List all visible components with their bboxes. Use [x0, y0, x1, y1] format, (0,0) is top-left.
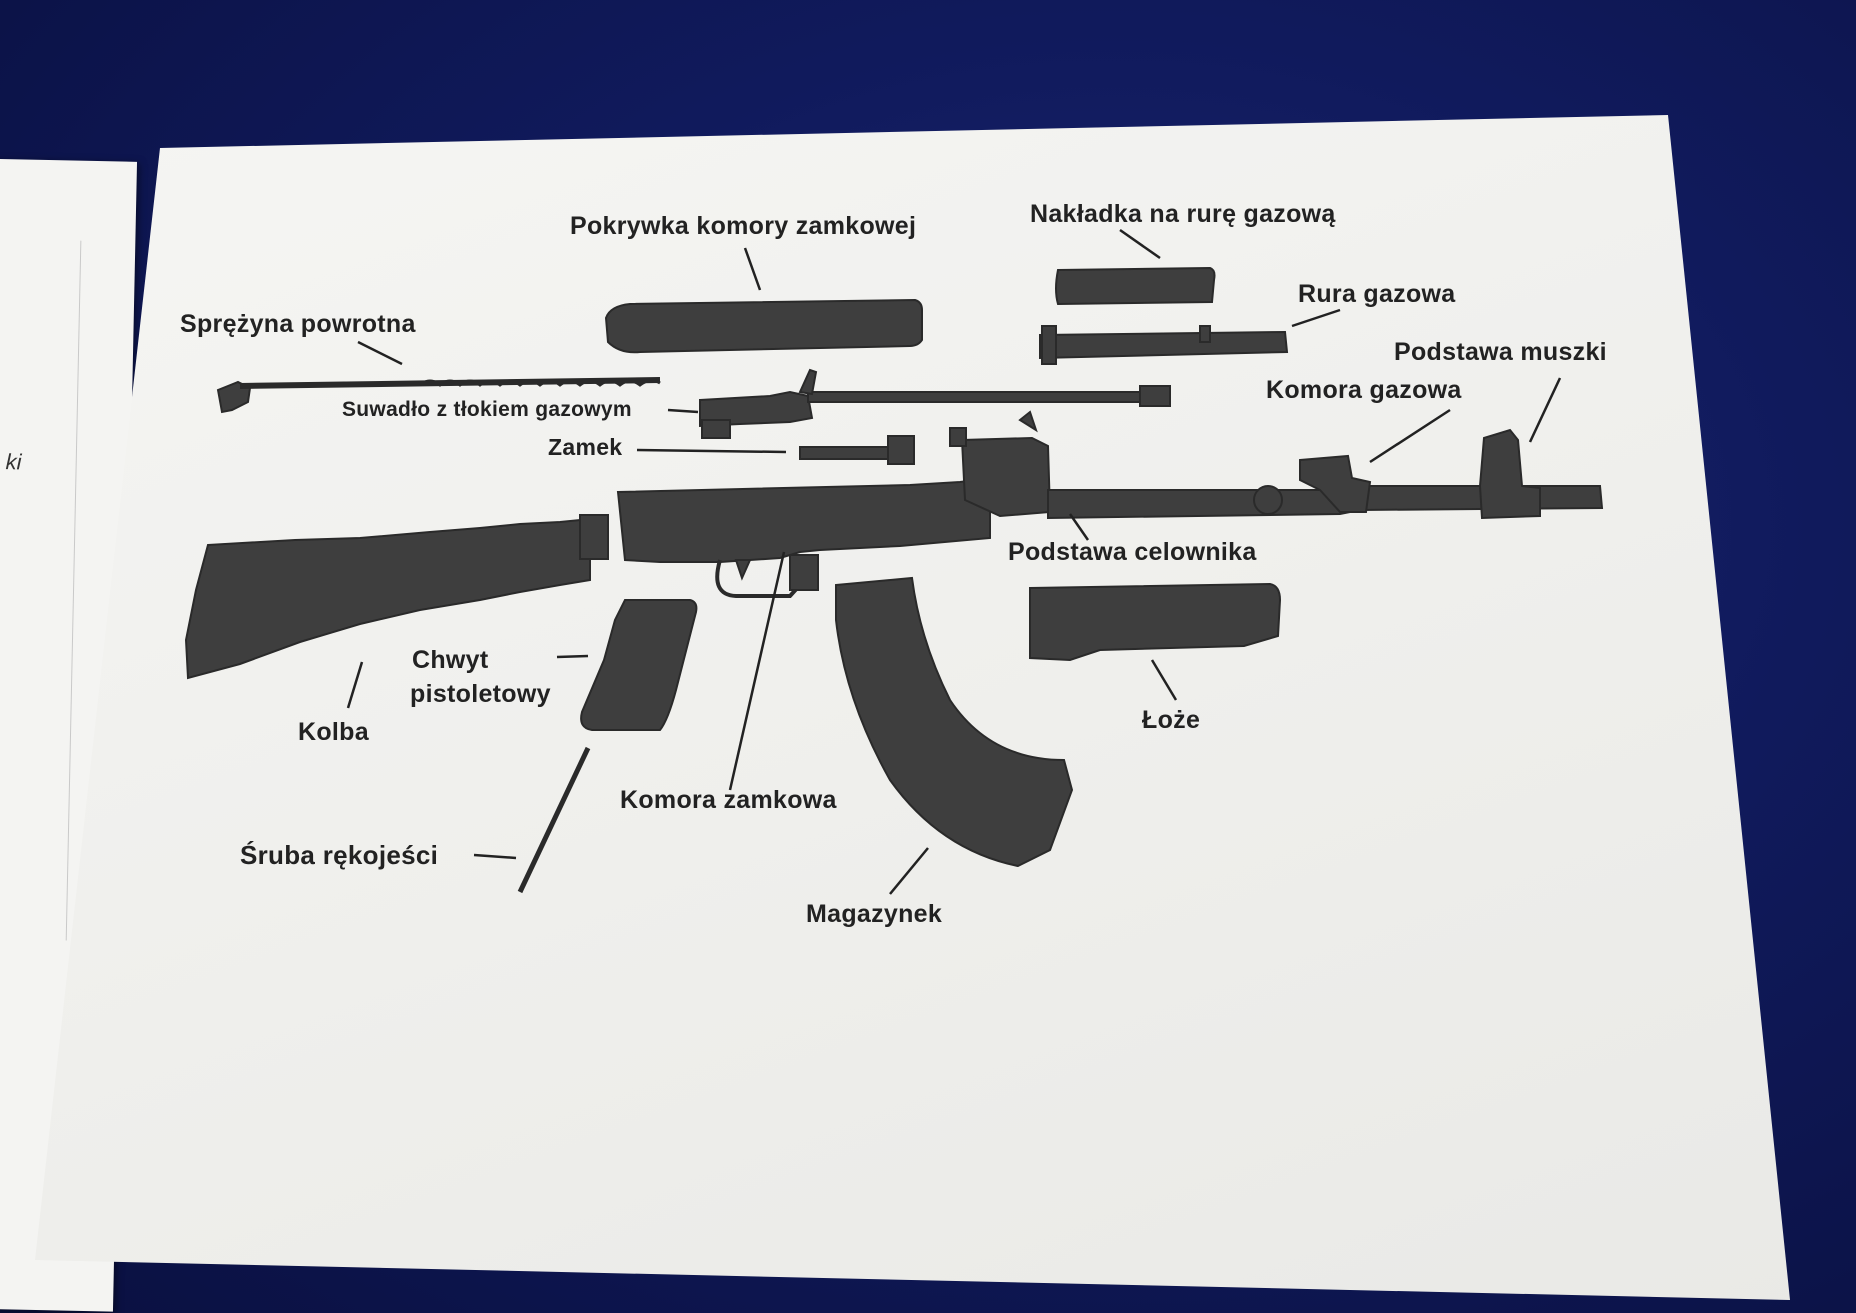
recoil-spring-part: [216, 377, 661, 414]
trigger-guard-part: [715, 559, 803, 598]
label-gas-tube: Rura gazowa: [1298, 280, 1456, 308]
bolt-part: [799, 435, 915, 465]
label-magazine: Magazynek: [806, 900, 943, 928]
front-sight-base-part: [1478, 428, 1541, 520]
text-fragment: ki: [5, 449, 22, 475]
label-pistol-grip-line2: pistoletowy: [410, 680, 551, 708]
label-gas-tube-cover: Nakładka na rurę gazową: [1030, 200, 1336, 228]
gas-tube-cover-part: [1055, 266, 1216, 306]
leader-lines: [346, 228, 1562, 895]
label-bolt: Zamek: [548, 434, 623, 460]
label-stock: Kolba: [298, 718, 369, 746]
dust-cover-part: [604, 298, 923, 354]
rear-sight-block-part: [960, 436, 1052, 518]
label-bolt-carrier: Suwadło z tłokiem gazowym: [342, 398, 632, 421]
grip-screw-part: [517, 746, 591, 894]
label-recoil-spring: Sprężyna powrotna: [180, 310, 416, 338]
margin-line: [65, 240, 82, 941]
magazine-part: [835, 576, 1074, 868]
label-grip-screw: Śruba rękojeści: [240, 840, 439, 870]
label-handguard: Łoże: [1142, 706, 1201, 734]
gas-block-part: [1299, 454, 1372, 513]
label-rear-sight-base: Podstawa celownika: [1008, 538, 1257, 566]
stock-tang-part: [579, 514, 609, 560]
label-pistol-grip-line1: Chwyt: [412, 646, 489, 674]
stock-part: [184, 518, 591, 680]
label-receiver: Komora zamkowa: [620, 786, 837, 814]
label-gas-block: Komora gazowa: [1266, 376, 1462, 404]
label-dust-cover: Pokrywka komory zamkowej: [570, 212, 917, 240]
bolt-carrier-part: [699, 368, 1171, 439]
receiver-part: [616, 476, 991, 563]
gas-tube-part: [1039, 325, 1289, 365]
label-front-sight-base: Podstawa muszki: [1394, 338, 1607, 366]
lower-handguard-part: [1029, 582, 1282, 662]
pistol-grip-part: [580, 599, 698, 731]
